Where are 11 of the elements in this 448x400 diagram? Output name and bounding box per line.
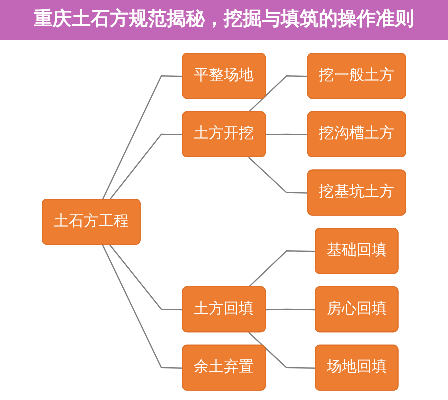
connector bbox=[248, 157, 308, 194]
connector bbox=[248, 250, 316, 288]
connector bbox=[248, 332, 316, 369]
title-banner: 重庆土石方规范揭秘，挖掘与填筑的操作准则 bbox=[0, 0, 448, 40]
connector bbox=[266, 134, 308, 136]
connector bbox=[248, 76, 308, 113]
connector bbox=[109, 134, 184, 200]
connector bbox=[102, 244, 184, 369]
connector bbox=[109, 244, 184, 311]
connector bbox=[266, 308, 316, 311]
connector bbox=[102, 76, 184, 200]
